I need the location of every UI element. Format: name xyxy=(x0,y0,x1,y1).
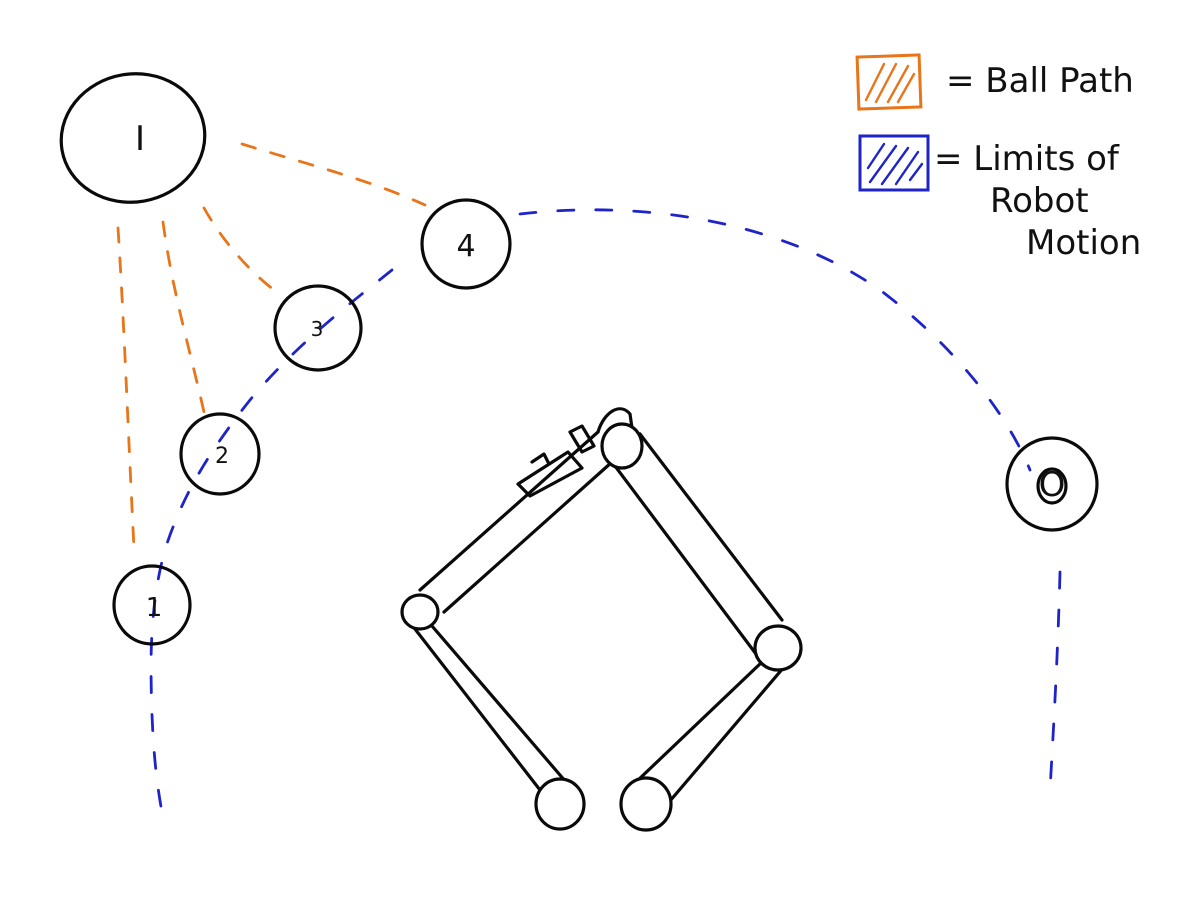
station-4-circle xyxy=(420,198,512,290)
robot-arm xyxy=(400,407,803,832)
gripper-body xyxy=(516,450,584,498)
shoulder-joint xyxy=(600,422,644,470)
left-elbow-joint xyxy=(400,593,440,631)
station-1-circle xyxy=(112,564,192,646)
arm-link-right-lower-edge-b xyxy=(662,658,792,810)
arm-link-left-upper-edge-a xyxy=(418,430,600,592)
station-3: 3 xyxy=(273,284,363,372)
station-2-circle xyxy=(179,412,261,496)
right-base-joint xyxy=(619,776,673,832)
output-label-shape xyxy=(1036,467,1068,505)
left-base-joint xyxy=(534,777,586,831)
arm-link-right-upper-edge-b xyxy=(610,460,758,656)
arm-top-bend xyxy=(596,407,634,434)
station-4-label: 4 xyxy=(456,229,475,264)
arm-link-left-upper-edge-b xyxy=(442,460,614,614)
station-3-circle xyxy=(273,284,363,372)
ball-path-to-1 xyxy=(116,226,136,550)
legend-robot-limits: = Limits of Robot Motion xyxy=(858,134,1141,263)
legend-ball-path-hatch xyxy=(864,62,916,104)
motion-limit-left xyxy=(149,268,394,814)
arm-link-right-upper-edge-a xyxy=(638,432,784,622)
station-3-label: 3 xyxy=(311,317,324,341)
station-4: 4 xyxy=(420,198,512,290)
input-label: I xyxy=(135,119,145,159)
robot-motion-limits xyxy=(149,208,1062,814)
arm-link-right-lower-edge-a xyxy=(634,660,764,784)
legend: = Ball Path = Limits of Robot Motion xyxy=(855,53,1141,263)
legend-robot-limits-label-line3: Motion xyxy=(1026,223,1141,263)
ball-paths xyxy=(116,142,427,550)
gripper-clamp xyxy=(568,424,596,454)
legend-ball-path-swatch xyxy=(855,53,923,111)
legend-ball-path: = Ball Path xyxy=(855,53,1134,111)
motion-limit-right xyxy=(518,208,1032,472)
legend-robot-limits-swatch xyxy=(858,134,930,192)
legend-ball-path-label: = Ball Path xyxy=(946,61,1134,101)
ball-path-to-2 xyxy=(161,220,206,414)
gripper-tab xyxy=(530,452,550,464)
legend-robot-limits-hatch xyxy=(866,142,924,186)
output-station: O xyxy=(1005,436,1099,532)
station-2-label: 2 xyxy=(215,444,229,469)
output-circle xyxy=(1005,436,1099,532)
motion-limit-right-lower xyxy=(1048,570,1062,792)
station-1-label: 1 xyxy=(146,593,163,623)
input-circle xyxy=(59,72,207,204)
arm-link-left-lower-edge-a xyxy=(406,618,542,792)
station-1: 1 xyxy=(112,564,192,646)
station-2: 2 xyxy=(179,412,261,496)
output-label: O xyxy=(1039,465,1066,505)
input-station: I xyxy=(59,72,207,204)
arm-link-left-lower-edge-b xyxy=(430,624,568,784)
legend-robot-limits-label-line1: = Limits of xyxy=(934,139,1120,179)
ball-path-to-4 xyxy=(240,142,427,207)
ball-path-to-3 xyxy=(202,206,276,292)
legend-robot-limits-label-line2: Robot xyxy=(990,181,1089,221)
right-elbow-joint xyxy=(753,624,803,672)
